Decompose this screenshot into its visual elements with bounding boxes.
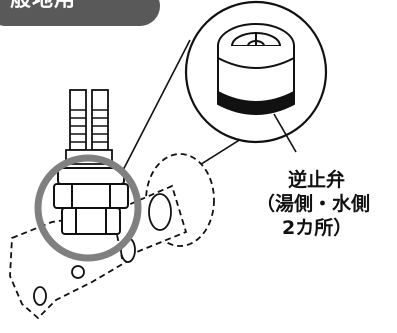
callout-line-3: 2カ所） (282, 217, 353, 239)
callout-line-2: （湯側・水側 (256, 193, 371, 215)
callout-pointer (273, 113, 297, 153)
hex-nut (53, 167, 129, 235)
pipe-fittings (33, 193, 172, 306)
check-valve-callout: 逆止弁 （湯側・水側 2カ所） (256, 168, 396, 240)
supply-hose (65, 89, 113, 165)
check-valve (217, 23, 295, 115)
header-label: 一般地用 (0, 0, 76, 11)
zoom-indicator-circle (34, 154, 142, 262)
callout-line-1: 逆止弁 (288, 169, 346, 191)
header-tab: 一般地用 (0, 0, 160, 26)
